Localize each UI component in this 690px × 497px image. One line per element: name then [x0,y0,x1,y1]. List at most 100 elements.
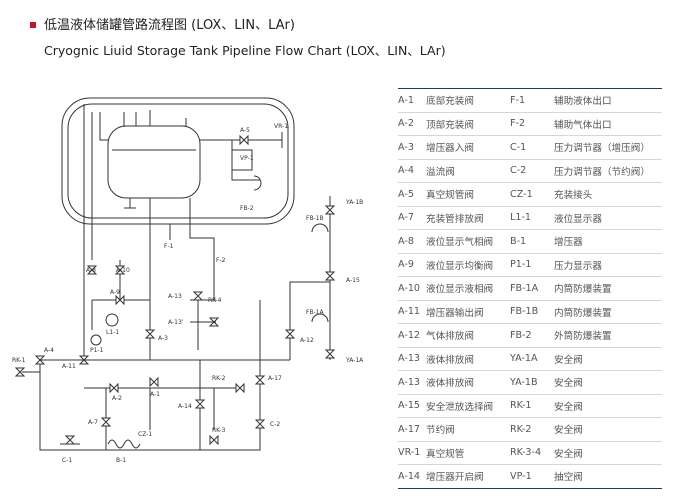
legend-name: 顶部充装阀 [426,112,510,136]
label-c1: C-1 [62,457,72,464]
label-rk1: RK-1 [12,357,26,364]
legend-name: 节约阀 [426,417,510,442]
valve-a2 [109,382,119,394]
label-a1: A-1 [150,391,160,398]
legend-code2: FB-1A [510,276,554,301]
legend-name: 安全泄放选择阀 [426,394,510,418]
legend-code: A-1 [398,88,426,113]
label-p1: P1-1 [90,347,104,354]
valve-a11 [78,355,90,365]
legend-code2: C-2 [510,159,554,183]
legend-name2: 压力调节器（节约阀） [554,159,662,183]
fb1a-disc [311,313,329,323]
label-vp1: VP-1 [240,155,254,162]
legend-name2: 液位显示器 [554,206,662,230]
label-rk3: RK-3 [212,427,226,434]
legend-name2: 压力显示器 [554,253,662,277]
label-a11: A-11 [62,363,76,370]
legend-code: A-11 [398,300,426,324]
label-a7: A-7 [88,419,98,426]
label-f1: F-1 [164,243,174,250]
legend-name2: 安全阀 [554,417,662,442]
legend-name: 气体排放阀 [426,323,510,348]
label-a2: A-2 [112,395,122,402]
label-a14: A-14 [178,403,192,410]
label-a10: A-10 [116,267,130,274]
label-fb1b: FB-1B [306,215,324,222]
legend-name2: 外筒防爆装置 [554,323,662,348]
inner-vessel [107,125,201,199]
valve-rk1 [14,367,26,377]
legend-name: 充装管排放阀 [426,206,510,230]
valve-a17 [254,375,266,385]
legend-code: A-10 [398,276,426,301]
valve-a8 [86,265,98,275]
label-a15: A-15 [346,277,360,284]
legend-code2: L1-1 [510,206,554,230]
label-a3: A-3 [158,335,168,342]
legend-code2: C-1 [510,135,554,160]
legend-name2: 安全阀 [554,347,662,371]
legend-code: A-12 [398,323,426,348]
valve-a10 [114,265,126,275]
valve-a3 [144,329,156,339]
pipe-fb2 [231,170,260,181]
legend-name: 真空规管阀 [426,182,510,207]
legend-code2: CZ-1 [510,182,554,207]
pipe-internal [99,112,108,141]
valve-a1 [149,376,159,388]
valve-rk4 [208,317,220,327]
p1-gauge [90,334,102,346]
label-rk2: RK-2 [212,375,226,382]
page-subtitle: Cryognic Liuid Storage Tank Pipeline Flo… [44,43,446,58]
pipe-safety [289,196,331,360]
label-fb2: FB-2 [240,205,254,212]
valve-rk3 [209,434,219,446]
legend-name2: 充装接头 [554,182,662,207]
valve-a12 [284,329,296,339]
legend-name2: 安全阀 [554,441,662,465]
legend-name2: 抽空阀 [554,464,662,489]
valve-a14 [194,399,206,409]
legend-name: 液位显示均衡阀 [426,253,510,277]
label-a8: A-8 [86,267,96,274]
legend-code: A-8 [398,229,426,254]
legend-code: A-9 [398,253,426,277]
legend-name2: 压力调节器（增压阀） [554,135,662,160]
legend-name: 液位显示液相阀 [426,276,510,301]
legend-code2: F-2 [510,112,554,136]
title-bullet [30,21,36,28]
valve-ya1b [324,205,336,215]
label-fb1a: FB-1A [306,309,325,316]
valve-c1 [64,435,76,445]
legend-code: A-7 [398,206,426,230]
label-a9: A-9 [110,289,120,296]
legend-code2: VP-1 [510,464,554,489]
legend-code: A-13 [398,370,426,395]
legend-name: 溢流阀 [426,159,510,183]
legend-code2: P1-1 [510,253,554,277]
legend-code: A-13 [398,347,426,371]
legend-code2: F-1 [510,88,554,113]
legend-name2: 辅助液体出口 [554,88,662,113]
label-a17: A-17 [268,375,282,382]
legend-name: 增压器输出阀 [426,300,510,324]
page-title: 低温液体储罐管路流程图 (LOX、LIN、LAr) [30,14,295,33]
legend-code2: RK-2 [510,417,554,442]
legend-code2: RK-3-4 [510,441,554,465]
legend-name: 真空规管 [426,441,510,465]
l1-gauge [105,313,119,327]
legend-name2: 内筒防爆装置 [554,276,662,301]
legend-name: 底部充装阀 [426,88,510,113]
legend-name: 液位显示气相阀 [426,229,510,254]
legend-code2: RK-1 [510,394,554,418]
